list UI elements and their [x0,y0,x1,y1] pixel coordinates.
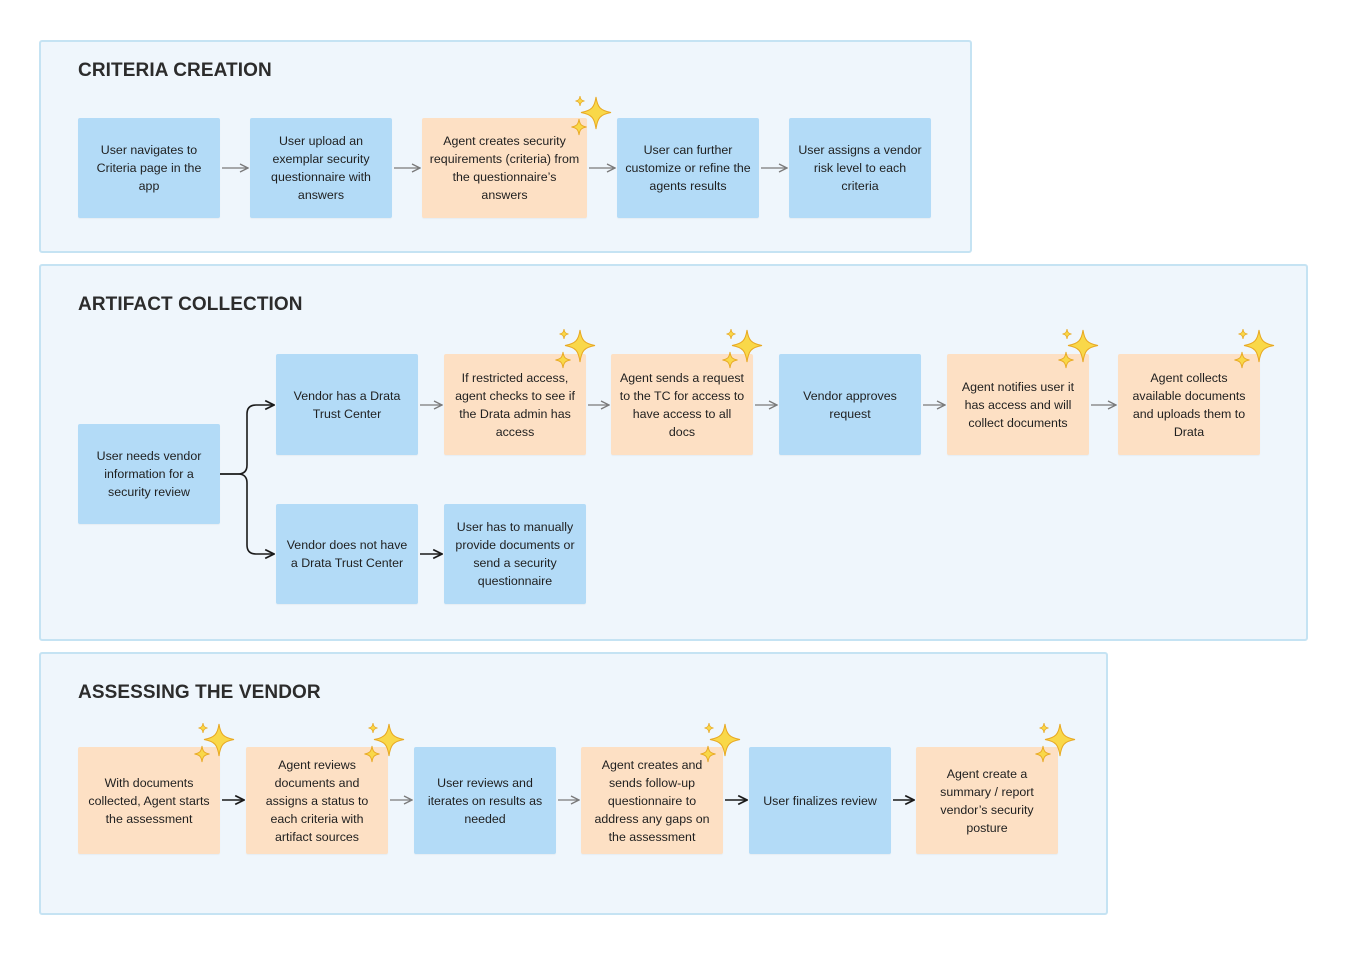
step-label: Vendor does not have a Drata Trust Cente… [286,538,408,570]
sparkles-icon [190,720,238,768]
step-assess-4[interactable]: Agent creates and sends follow-up questi… [581,747,723,854]
step-label: Vendor approves request [803,388,897,421]
step-label: User reviews and iterates on results as … [427,775,543,826]
step-label: User needs vendor information for a secu… [96,449,202,499]
step-assess-3[interactable]: User reviews and iterates on results as … [414,747,556,854]
step-criteria-3[interactable]: Agent creates security requirements (cri… [422,118,587,218]
sparkles-icon [1054,326,1102,374]
step-label: User can further customize or refine the… [625,143,751,193]
section-title-criteria-creation: CRITERIA CREATION [78,60,272,81]
step-label: Agent collects available documents and u… [1132,370,1246,439]
step-label: User has to manually provide documents o… [455,520,575,588]
sparkles-icon [718,326,766,374]
sparkles-icon [1031,720,1079,768]
step-artifact-tc-4[interactable]: Vendor approves request [779,354,921,455]
step-artifact-tc-2[interactable]: If restricted access, agent checks to se… [444,354,586,455]
step-assess-5[interactable]: User finalizes review [749,747,891,854]
step-label: Vendor has a Drata Trust Center [293,388,401,421]
step-artifact-tc-5[interactable]: Agent notifies user it has access and wi… [947,354,1089,455]
section-title-artifact-collection: ARTIFACT COLLECTION [78,294,303,315]
step-label: With documents collected, Agent starts t… [88,775,210,826]
step-label: Agent creates security requirements (cri… [429,134,580,202]
step-label: Agent create a summary / report vendor’s… [940,766,1034,835]
step-label: Agent creates and sends follow-up questi… [594,757,710,844]
step-artifact-tc-3[interactable]: Agent sends a request to the TC for acce… [611,354,753,455]
section-title-assessing-vendor: ASSESSING THE VENDOR [78,682,321,703]
step-label: Agent notifies user it has access and wi… [961,379,1075,430]
sparkles-icon [1230,326,1278,374]
step-label: User assigns a vendor risk level to each… [798,143,922,193]
step-artifact-start[interactable]: User needs vendor information for a secu… [78,424,220,524]
step-artifact-tc-6[interactable]: Agent collects available documents and u… [1118,354,1260,455]
step-criteria-5[interactable]: User assigns a vendor risk level to each… [789,118,931,218]
sparkles-icon [696,720,744,768]
step-label: User finalizes review [763,793,877,808]
sparkles-icon [360,720,408,768]
step-assess-6[interactable]: Agent create a summary / report vendor’s… [916,747,1058,854]
step-artifact-notc-2[interactable]: User has to manually provide documents o… [444,504,586,604]
step-label: If restricted access, agent checks to se… [455,370,575,439]
step-label: User upload an exemplar security questio… [271,134,371,202]
sparkles-icon [551,326,599,374]
step-assess-2[interactable]: Agent reviews documents and assigns a st… [246,747,388,854]
step-label: User navigates to Criteria page in the a… [96,143,202,193]
step-artifact-tc-1[interactable]: Vendor has a Drata Trust Center [276,354,418,455]
step-criteria-4[interactable]: User can further customize or refine the… [617,118,759,218]
step-label: Agent reviews documents and assigns a st… [265,757,369,844]
step-artifact-notc-1[interactable]: Vendor does not have a Drata Trust Cente… [276,504,418,604]
step-label: Agent sends a request to the TC for acce… [619,370,745,439]
step-assess-1[interactable]: With documents collected, Agent starts t… [78,747,220,854]
step-criteria-2[interactable]: User upload an exemplar security questio… [250,118,392,218]
sparkles-icon [567,93,615,141]
step-criteria-1[interactable]: User navigates to Criteria page in the a… [78,118,220,218]
